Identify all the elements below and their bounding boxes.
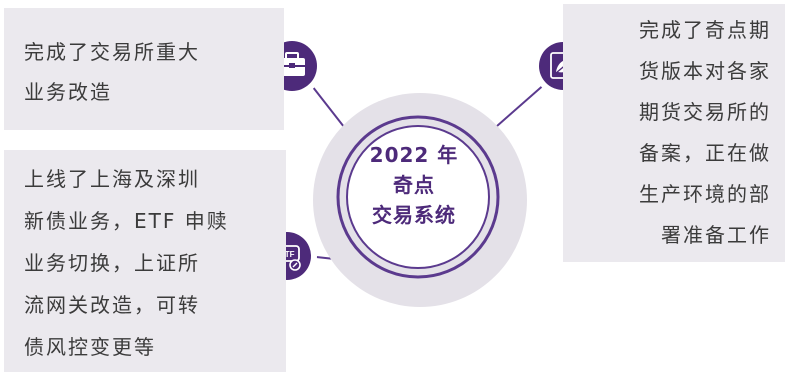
item-box-exchange-upgrade: 完成了交易所重大 业务改造 — [4, 8, 284, 130]
item-text-line: 完成了奇点期 — [639, 18, 771, 42]
hub-title-line-2: 奇点 — [393, 173, 435, 197]
hub-title: 2022 年 奇点 交易系统 — [344, 140, 484, 230]
item-text-line: 署准备工作 — [661, 223, 771, 247]
item-text-line: 业务改造 — [24, 80, 112, 104]
central-hub — [313, 93, 527, 307]
item-text-line: 上线了上海及深圳 — [24, 167, 200, 191]
hub-title-line-1: 2022 年 — [369, 143, 459, 167]
item-text-line: 备案，正在做 — [639, 141, 771, 165]
item-text-line: 生产环境的部 — [639, 182, 771, 206]
hub-title-line-3: 交易系统 — [372, 203, 456, 227]
item-text-line: 业务切换，上证所 — [24, 251, 200, 275]
item-text-line: 流网关改造，可转 — [24, 293, 200, 317]
item-text-line: 债风控变更等 — [24, 335, 156, 359]
svg-text:ETF: ETF — [279, 250, 294, 259]
item-text-line: 期货交易所的 — [639, 100, 771, 124]
item-box-futures-filing: 完成了奇点期 货版本对各家 期货交易所的 备案，正在做 生产环境的部 署准备工作 — [563, 4, 785, 262]
item-box-bond-business: 上线了上海及深圳 新债业务，ETF 申赎 业务切换，上证所 流网关改造，可转 债… — [4, 150, 286, 372]
item-text-line: 新债业务，ETF 申赎 — [24, 209, 229, 233]
item-text-line: 货版本对各家 — [639, 59, 771, 83]
item-text-line: 完成了交易所重大 — [24, 40, 200, 64]
